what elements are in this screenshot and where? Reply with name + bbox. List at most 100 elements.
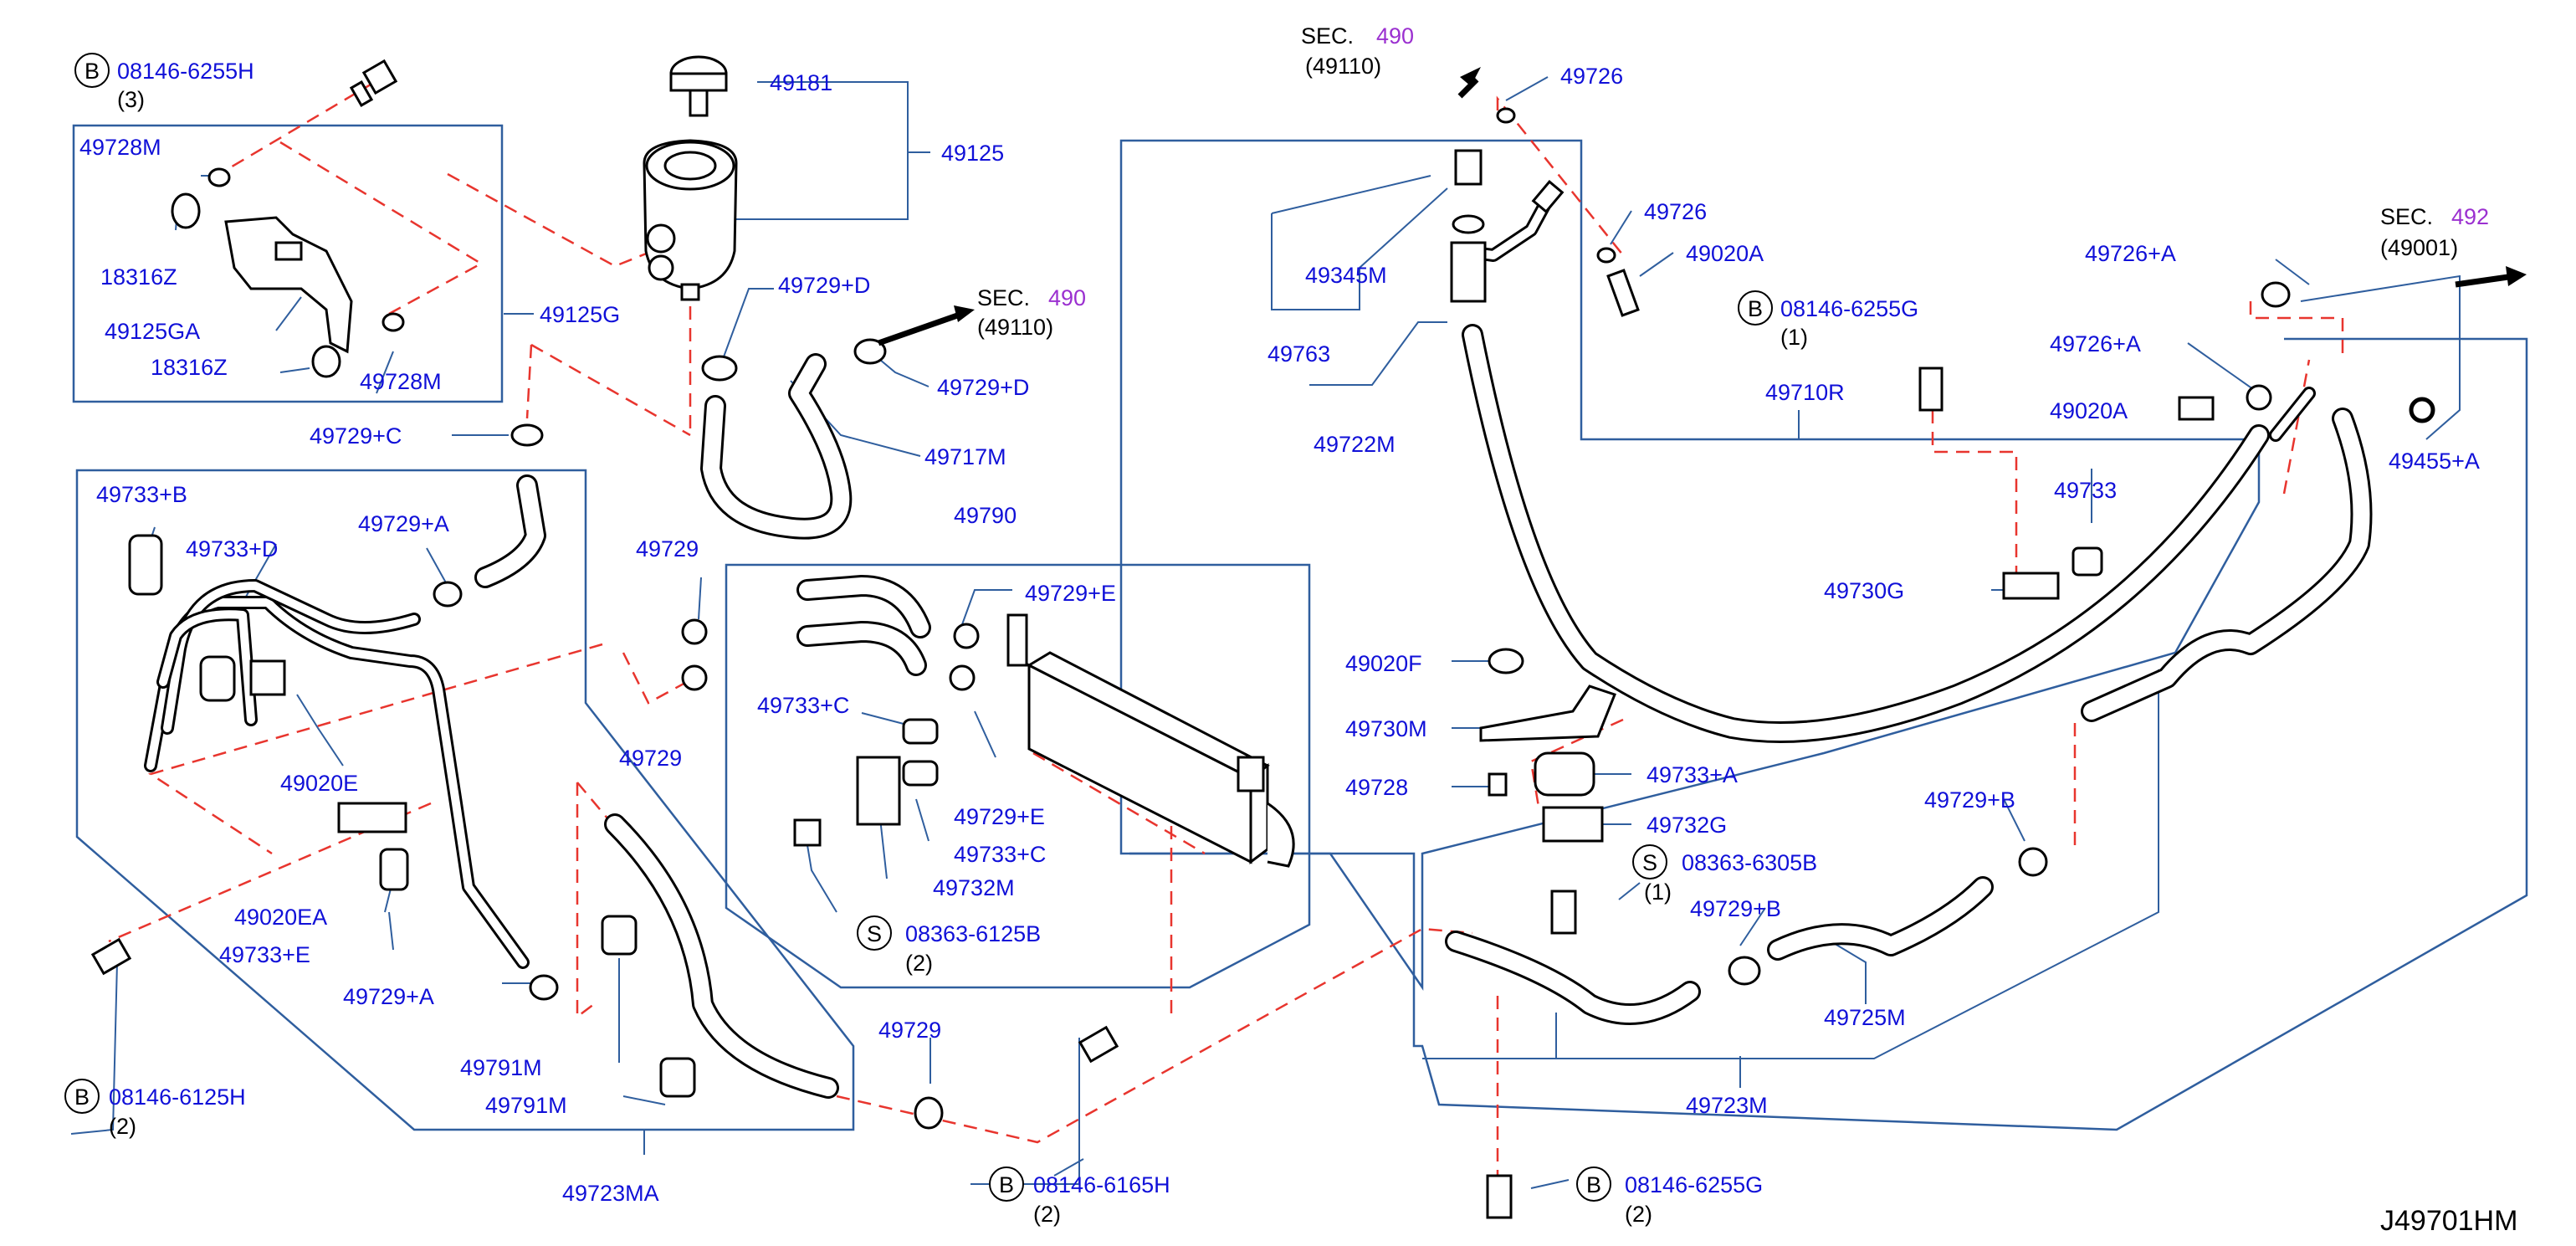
label-49728M-upper: 49728M bbox=[79, 135, 161, 160]
washer-49726-lower bbox=[1596, 247, 1616, 264]
fastener-part-number: 08146-6255H bbox=[117, 59, 254, 84]
insulator-49733B bbox=[128, 534, 163, 596]
label-49729E-upper: 49729+E bbox=[1025, 581, 1116, 606]
clamp-49732G bbox=[1542, 806, 1604, 843]
fastener-part-number: 08146-6125H bbox=[109, 1084, 246, 1110]
fastener-part-number: 08363-6305B bbox=[1682, 850, 1817, 875]
clamp-49729D-lower bbox=[701, 355, 738, 382]
label-18316Z-lower: 18316Z bbox=[151, 355, 228, 380]
bolt-08146-6125H bbox=[90, 937, 132, 976]
label-49733D: 49733+D bbox=[186, 536, 278, 561]
clip-49020E bbox=[249, 659, 286, 696]
label-49733C-lower: 49733+C bbox=[954, 842, 1046, 867]
label-49125: 49125 bbox=[941, 141, 1004, 166]
fastener-qty: (2) bbox=[1033, 1202, 1061, 1227]
cap-49181 bbox=[669, 55, 728, 117]
washer-49726A-lower bbox=[2246, 384, 2272, 411]
part-labels: 49181 49125 49728M 18316Z 49125GA 18316Z… bbox=[79, 64, 2480, 1206]
clamp-49729-upper bbox=[681, 618, 708, 645]
label-49717M: 49717M bbox=[924, 444, 1006, 469]
sec-number: 492 bbox=[2451, 204, 2489, 229]
reservoir-49125 bbox=[643, 139, 738, 301]
parts bbox=[90, 55, 2435, 1219]
fastener-part-number: 08146-6255G bbox=[1625, 1172, 1763, 1197]
diagram-id: J49701HM bbox=[2380, 1205, 2517, 1237]
fastener-08146-6165H: B 08146-6165H (2) bbox=[989, 1167, 1170, 1227]
label-49733B: 49733+B bbox=[96, 482, 187, 507]
fastener-08146-6255G-bottom: B 08146-6255G (2) bbox=[1576, 1167, 1763, 1227]
o-ring-49345M bbox=[1452, 214, 1485, 234]
svg-text:B: B bbox=[1586, 1172, 1601, 1197]
label-49723M: 49723M bbox=[1686, 1093, 1768, 1118]
sec-prefix: SEC. bbox=[977, 285, 1030, 310]
label-49729B-upper: 49729+B bbox=[1924, 787, 2015, 813]
arrow-sec490-mid bbox=[877, 310, 964, 346]
clamp-49729A-lower bbox=[529, 974, 559, 1001]
label-49723MA: 49723MA bbox=[562, 1181, 659, 1206]
sec-prefix: SEC. bbox=[2380, 204, 2433, 229]
label-49729E-lower: 49729+E bbox=[954, 804, 1045, 829]
svg-text:B: B bbox=[999, 1172, 1014, 1197]
label-49125GA: 49125GA bbox=[105, 319, 200, 344]
hose-49722M bbox=[1462, 324, 2270, 743]
fastener-qty: (3) bbox=[117, 87, 145, 112]
insulator-49733C-upper bbox=[902, 718, 939, 745]
insulator-49733A bbox=[1534, 751, 1595, 797]
clamp-49729-lower bbox=[681, 664, 708, 691]
label-49733: 49733 bbox=[2054, 478, 2117, 503]
cooler-group-box bbox=[725, 563, 1311, 989]
arrow-sec490-top bbox=[1460, 67, 1481, 86]
collar-49728M-upper bbox=[207, 167, 231, 187]
label-18316Z-upper: 18316Z bbox=[100, 264, 177, 290]
label-49726A-upper: 49726+A bbox=[2085, 241, 2176, 266]
pipe-group-box bbox=[75, 469, 855, 1131]
label-49729D-upper: 49729+D bbox=[778, 273, 870, 298]
label-49732G: 49732G bbox=[1646, 813, 1727, 838]
label-49345M: 49345M bbox=[1305, 263, 1387, 288]
bolt-49020A-lower bbox=[2178, 396, 2215, 421]
bolt-08146-6255H bbox=[349, 59, 398, 107]
bolt-08146-6255G-upper bbox=[1918, 367, 1944, 412]
label-49729-bottom: 49729 bbox=[878, 1018, 941, 1043]
clamp-49729B-left bbox=[1728, 956, 1761, 986]
clamp-49729A-upper bbox=[433, 581, 463, 608]
washer-49726-upper bbox=[1496, 107, 1516, 124]
label-49455A: 49455+A bbox=[2389, 449, 2480, 474]
label-49710R: 49710R bbox=[1765, 380, 1845, 405]
label-49728: 49728 bbox=[1345, 775, 1408, 800]
bracket-49730M bbox=[1479, 685, 1616, 742]
insulator-49733E bbox=[379, 848, 409, 891]
label-49020F: 49020F bbox=[1345, 651, 1422, 676]
label-49726-lower: 49726 bbox=[1644, 199, 1707, 224]
sec-sub: (49001) bbox=[2380, 235, 2458, 260]
label-49729A-upper: 49729+A bbox=[358, 511, 449, 536]
bracket-group-box bbox=[72, 124, 504, 403]
collar-49728M-lower bbox=[382, 312, 405, 332]
clamp-49729-bottom bbox=[914, 1096, 944, 1130]
svg-text:B: B bbox=[1748, 296, 1763, 321]
fitting-end-49763 bbox=[1531, 179, 1565, 214]
label-49728M-lower: 49728M bbox=[360, 369, 442, 394]
clamp-49729C bbox=[510, 423, 544, 447]
bolt-08146-6255G-lower bbox=[1486, 1174, 1513, 1219]
fastener-qty: (2) bbox=[109, 1114, 136, 1139]
clamp-49732M bbox=[856, 756, 901, 826]
fastener-08146-6125H: B 08146-6125H (2) bbox=[64, 1079, 246, 1139]
fastener-part-number: 08146-6255G bbox=[1780, 296, 1918, 321]
label-49729C: 49729+C bbox=[310, 423, 402, 449]
return-group-box bbox=[1129, 337, 2528, 1131]
bolt-49020A-upper bbox=[1606, 269, 1640, 317]
collar-49728 bbox=[1488, 772, 1508, 797]
fastener-qty: (1) bbox=[1644, 879, 1672, 905]
arrow-sec492 bbox=[2455, 273, 2515, 288]
fastener-part-number: 08363-6125B bbox=[905, 921, 1041, 946]
fastener-08363-6125B: S 08363-6125B (2) bbox=[857, 915, 1041, 976]
label-49733E: 49733+E bbox=[219, 942, 310, 967]
label-49125G: 49125G bbox=[540, 302, 620, 327]
label-49729-upper: 49729 bbox=[636, 536, 699, 561]
insulator-49733 bbox=[2072, 546, 2103, 577]
fastener-qty: (2) bbox=[1625, 1202, 1652, 1227]
grommet-49020F bbox=[1488, 648, 1524, 674]
